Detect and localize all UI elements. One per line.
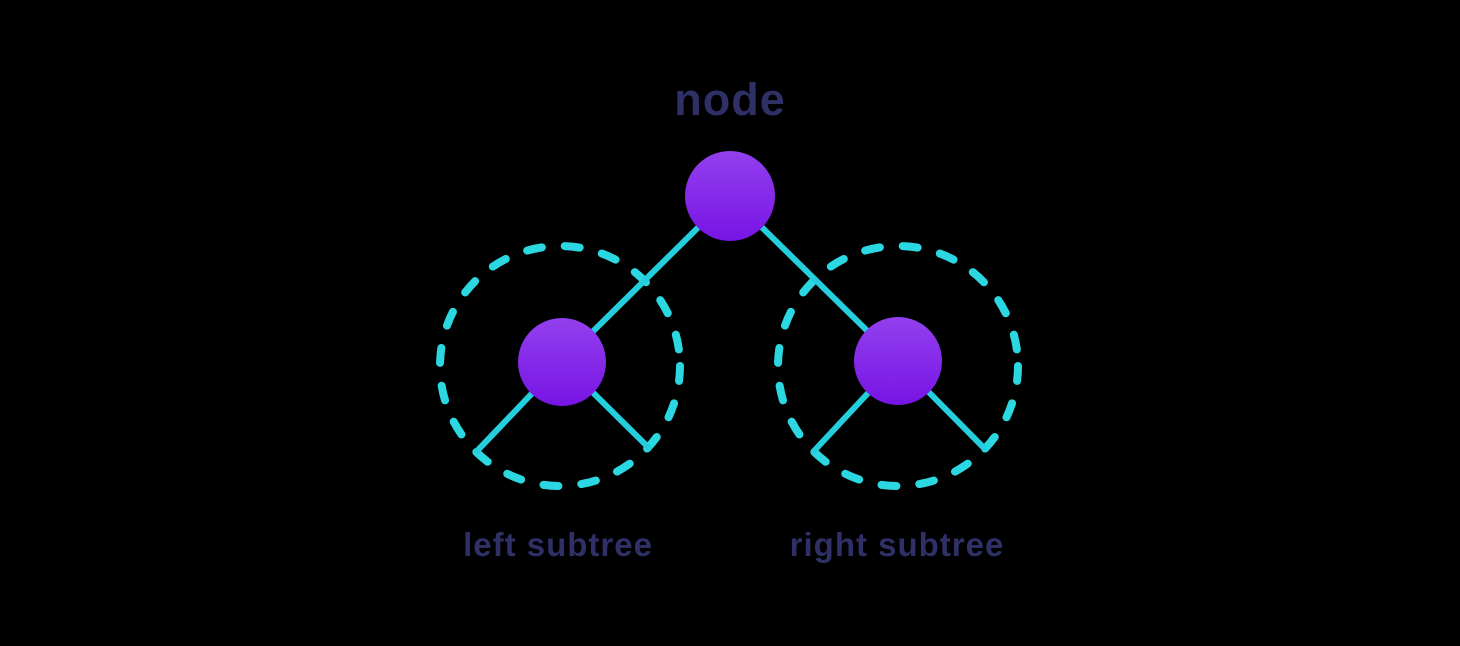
left-subtree-label: left subtree <box>463 526 653 563</box>
left-subtree-dashed-circle <box>436 242 684 490</box>
left-subtree-node-circle <box>518 318 606 406</box>
right-subtree-dashed-circle <box>774 242 1022 490</box>
right-subtree-node-circle <box>854 317 942 405</box>
root-node-label: node <box>674 74 786 125</box>
root-node-circle <box>685 151 775 241</box>
right-subtree-label: right subtree <box>789 526 1005 563</box>
